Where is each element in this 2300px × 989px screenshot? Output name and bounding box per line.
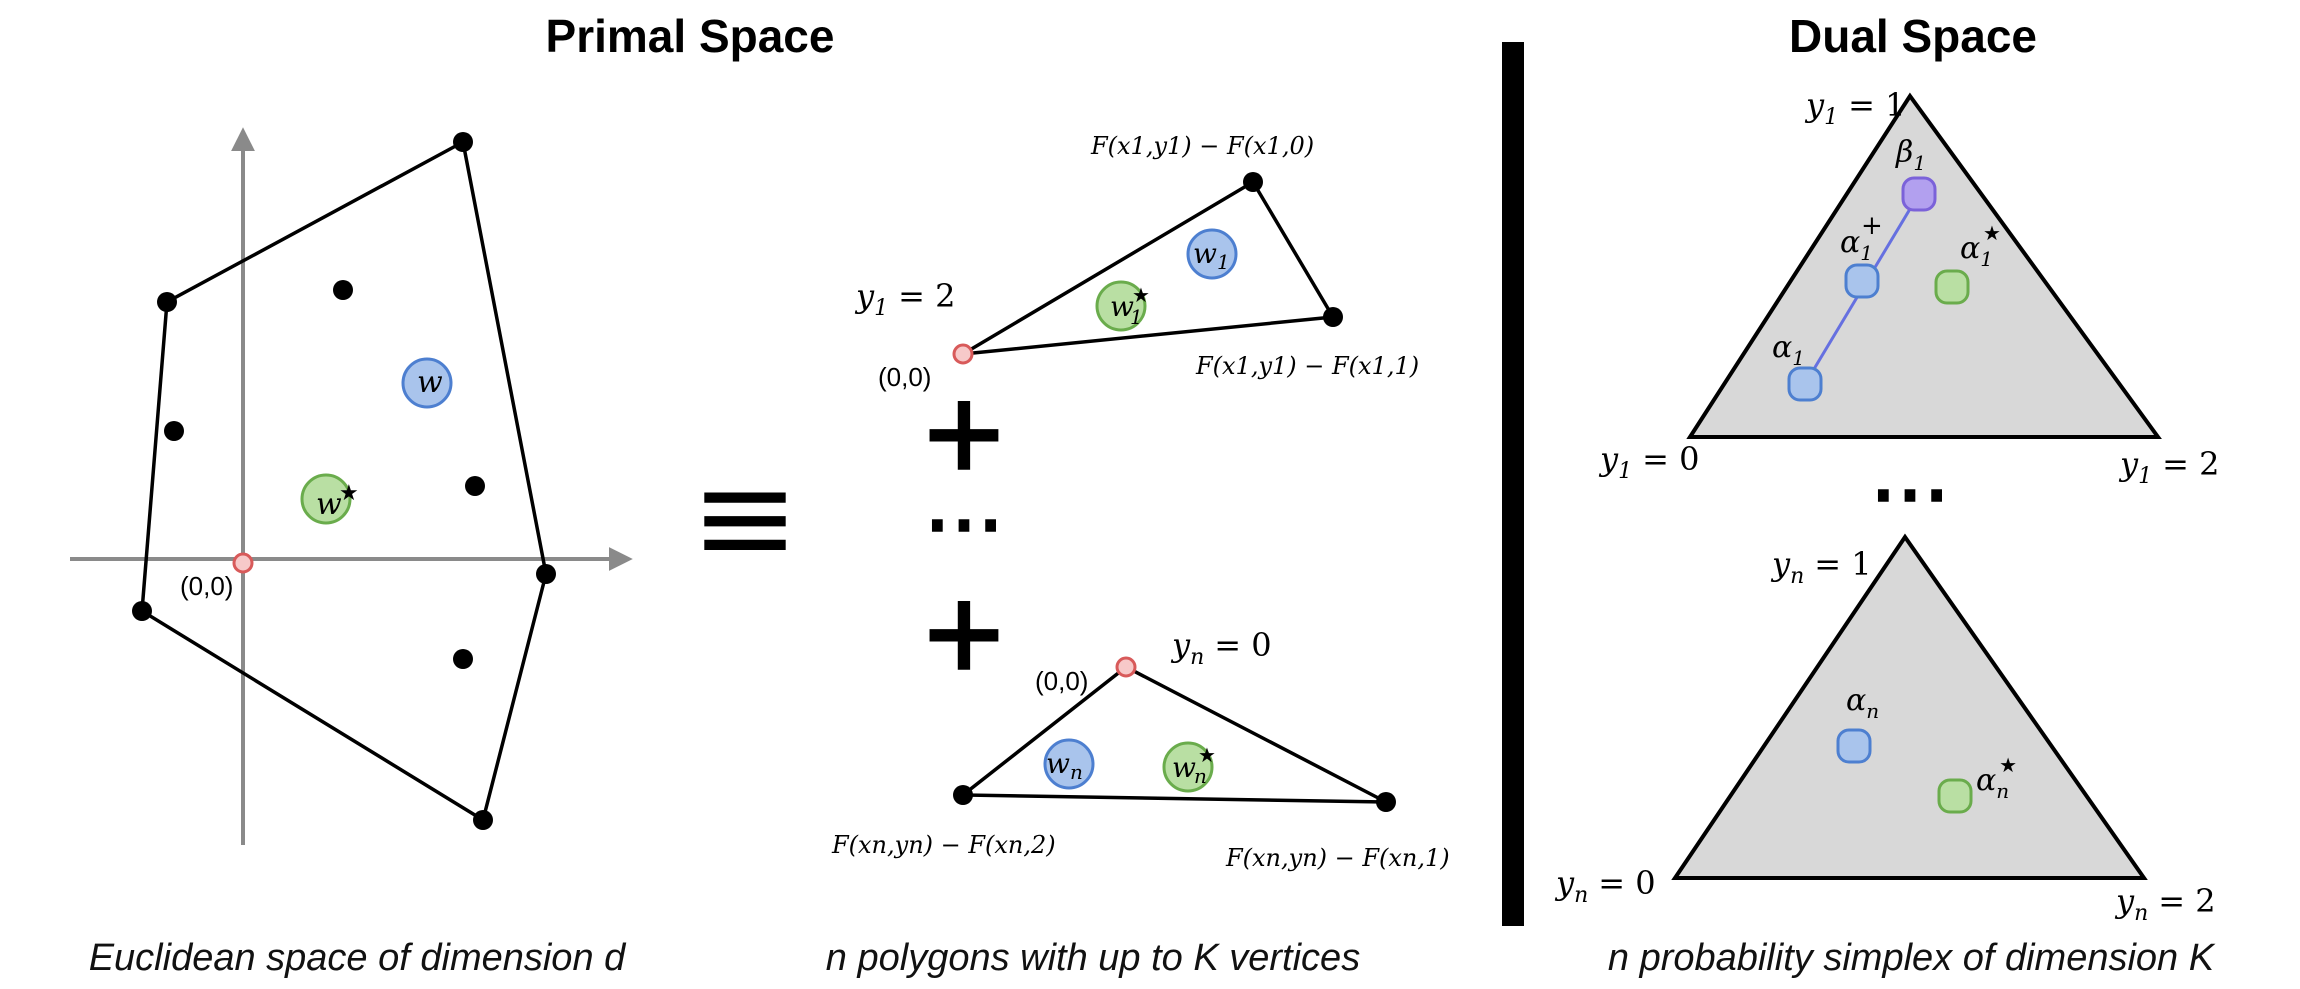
caption-right: n probability simplex of dimension K — [1608, 937, 2216, 979]
w-star-point — [300, 473, 352, 525]
yn-right-label: yn= 2 — [2114, 882, 2216, 926]
formula-left: F(xn,yn) − F(xn,2) — [831, 831, 1056, 859]
plus-sign-top: + — [918, 367, 1010, 496]
star-icon: ★ — [339, 481, 359, 506]
wn-label: wn — [1046, 747, 1083, 784]
polygon-1: (0,0) y1= 2 w1 w1 ★ F(x1,y1) − F(x1,0) F… — [854, 132, 1419, 392]
vertex — [536, 564, 556, 584]
alpha1-star-label: α1★ — [1960, 221, 2001, 271]
middle-panel: + ⋯ + (0,0) y1= 2 w1 w1 ★ F(x1,y1) − F(x… — [831, 132, 1450, 872]
w-point — [401, 357, 453, 409]
y1-label: y1= 2 — [854, 277, 955, 321]
separator-bar — [1502, 42, 1524, 926]
y1-top-label: y1= 1 — [1804, 86, 1905, 130]
polygon-n-shape — [958, 664, 1387, 804]
simplex-n-shape — [1671, 533, 2148, 880]
alpha1-star-point — [1934, 269, 1970, 305]
polygon-n: (0,0) yn= 0 wn wn ★ F(xn,yn) − F(xn,2) F… — [831, 626, 1450, 872]
caption-middle: n polygons with up to K vertices — [826, 937, 1360, 979]
star-icon: ★ — [1198, 743, 1216, 767]
star-icon: ★ — [1132, 283, 1150, 307]
dual-space-title: Dual Space — [1789, 10, 2037, 62]
wn-star-point — [1162, 741, 1214, 793]
vertex — [1323, 307, 1343, 327]
ellipsis-middle: ⋯ — [924, 475, 1004, 569]
yn-left-label: yn= 0 — [1554, 864, 1656, 908]
vertex — [953, 785, 973, 805]
equivalence-symbol: ≡ — [691, 441, 800, 593]
caption-left: Euclidean space of dimension d — [89, 937, 627, 979]
vertex — [132, 601, 152, 621]
y1-right-label: y1= 2 — [2118, 445, 2219, 489]
origin-label: (0,0) — [878, 362, 931, 392]
polygon-vertices — [132, 132, 556, 830]
beta1-point — [1901, 176, 1937, 212]
polygon-1-shape — [962, 179, 1336, 356]
interior-points — [164, 280, 485, 669]
y1-left-label: y1= 0 — [1598, 440, 1699, 484]
dual-panel: y1= 1 y1= 0 y1= 2 α1 α1+ β1 α1★ ⋯ yn= 1 … — [1554, 86, 2219, 926]
wn-point — [1043, 738, 1095, 790]
interior-point — [333, 280, 353, 300]
yn-top-label: yn= 1 — [1770, 545, 1872, 589]
w1-star-point — [1095, 280, 1147, 332]
formula-right: F(xn,yn) − F(xn,1) — [1225, 844, 1450, 872]
alpha-n-point — [1836, 728, 1872, 764]
alpha1-plus-label: α1+ — [1840, 211, 1883, 265]
w1-star-label: w1 — [1110, 290, 1143, 329]
w-star-label: w — [316, 487, 342, 522]
interior-point — [164, 421, 184, 441]
origin-marker — [1115, 656, 1137, 678]
vertex — [1376, 792, 1396, 812]
origin-marker — [952, 343, 974, 365]
w1-point — [1186, 228, 1238, 280]
w-label: w — [417, 365, 443, 400]
w1-label: w1 — [1193, 237, 1230, 274]
origin-label: (0,0) — [180, 571, 233, 601]
interior-point — [465, 476, 485, 496]
origin-marker — [232, 552, 254, 574]
formula-top: F(x1,y1) − F(x1,0) — [1090, 132, 1314, 160]
alpha1-point — [1787, 366, 1823, 402]
yn-label: yn= 0 — [1170, 626, 1272, 670]
alpha1-plus-point — [1844, 263, 1880, 299]
dual-ellipsis: ⋯ — [1870, 445, 1950, 539]
simplex-1: y1= 1 y1= 0 y1= 2 α1 α1+ β1 α1★ — [1598, 86, 2219, 489]
primal-polygon — [140, 139, 548, 823]
alpha-n-star-label: αn★ — [1976, 753, 2017, 803]
alpha-n-star-point — [1937, 778, 1973, 814]
plus-sign-bottom: + — [918, 567, 1010, 696]
beta1-label: β1 — [1895, 135, 1926, 175]
simplex-1-shape — [1686, 92, 2162, 439]
formula-right: F(x1,y1) − F(x1,1) — [1195, 352, 1419, 380]
interior-point — [453, 649, 473, 669]
vertex — [473, 810, 493, 830]
alpha-n-label: αn — [1846, 683, 1879, 723]
simplex-n: yn= 1 yn= 0 yn= 2 αn αn★ — [1554, 533, 2216, 926]
vertex — [157, 292, 177, 312]
alpha1-label: α1 — [1772, 330, 1805, 370]
wn-star-label: wn — [1172, 751, 1207, 788]
primal-space-title: Primal Space — [546, 10, 835, 62]
vertex — [1243, 172, 1263, 192]
origin-label: (0,0) — [1035, 666, 1088, 696]
vertex — [453, 132, 473, 152]
primal-panel: (0,0) w w ★ — [70, 127, 633, 845]
